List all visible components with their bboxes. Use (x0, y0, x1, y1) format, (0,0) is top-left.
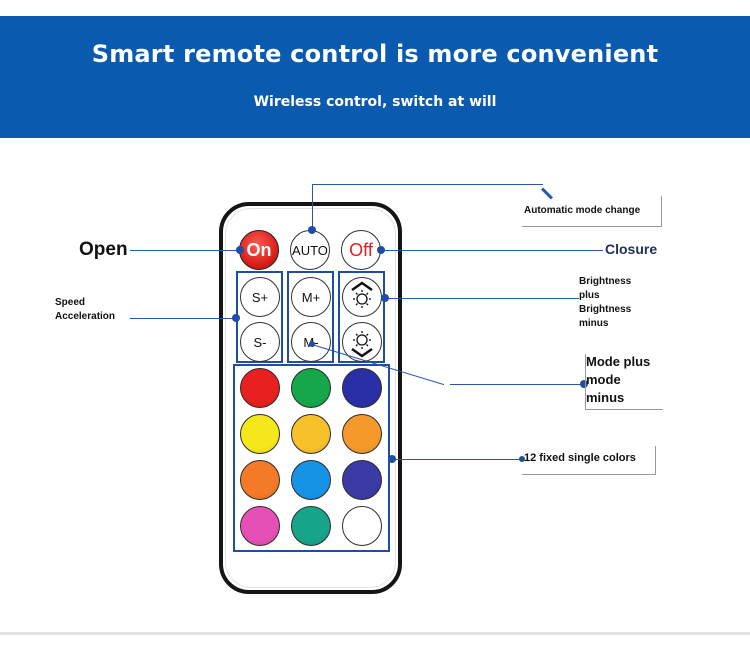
brightness-label-line2: plus (579, 290, 600, 301)
color-button-12[interactable] (342, 506, 382, 546)
brightness-dot (381, 294, 389, 302)
speed-label: Speed Acceleration (55, 296, 115, 324)
color-button-11[interactable] (291, 506, 331, 546)
brightness-group-frame (338, 271, 385, 363)
colors-label: 12 fixed single colors (524, 452, 636, 464)
mode-label-line2: mode (586, 372, 621, 387)
auto-dot (308, 226, 316, 234)
mode-connector (450, 384, 584, 385)
brightness-label-line3: Brightness (579, 304, 632, 315)
on-button[interactable]: On (239, 230, 279, 270)
page-subtitle: Wireless control, switch at will (253, 94, 497, 110)
closure-connector (381, 250, 603, 251)
speed-plus-button[interactable]: S+ (240, 277, 280, 317)
open-connector (130, 250, 240, 251)
color-button-6[interactable] (342, 414, 382, 454)
page-title: Smart remote control is more convenient (91, 40, 659, 68)
auto-connector-vertical (312, 184, 313, 230)
auto-button[interactable]: AUTO (290, 230, 330, 270)
mode-label-line1: Mode plus (586, 354, 651, 369)
off-button[interactable]: Off (341, 230, 381, 270)
color-button-5[interactable] (291, 414, 331, 454)
speed-minus-button[interactable]: S- (240, 322, 280, 362)
open-label: Open (79, 239, 128, 260)
sun-up-icon (351, 281, 373, 308)
color-button-1[interactable] (240, 368, 280, 408)
colors-dot (388, 455, 396, 463)
sun-down-icon (351, 331, 373, 358)
mode-label-box (585, 354, 663, 410)
automatic-label: Automatic mode change (524, 205, 641, 216)
auto-connector-horizontal (312, 184, 543, 185)
color-button-4[interactable] (240, 414, 280, 454)
color-button-3[interactable] (342, 368, 382, 408)
speed-label-line1: Speed (55, 297, 86, 308)
mode-plus-button[interactable]: M+ (291, 277, 331, 317)
colors-label-box (522, 446, 656, 475)
mode-label: Mode plus mode minus (586, 353, 650, 407)
brightness-label-line4: minus (579, 318, 609, 329)
open-dot (236, 246, 244, 254)
speed-dot (232, 314, 240, 322)
bottom-divider (0, 632, 750, 635)
closure-label: Closure (605, 241, 658, 257)
color-button-2[interactable] (291, 368, 331, 408)
closure-dot (377, 246, 385, 254)
colors-end-dot (519, 456, 525, 462)
color-button-8[interactable] (291, 460, 331, 500)
mode-label-line3: minus (586, 390, 625, 405)
brightness-connector (385, 298, 579, 299)
color-button-10[interactable] (240, 506, 280, 546)
mode-group-frame (287, 271, 334, 363)
speed-connector (130, 318, 236, 319)
mode-dot (580, 380, 588, 388)
speed-label-line2: Acceleration (55, 311, 116, 322)
brightness-plus-button[interactable] (342, 277, 382, 317)
mode-minus-dot (309, 341, 315, 347)
color-button-7[interactable] (240, 460, 280, 500)
brightness-label: Brightness plus Brightness minus (579, 275, 631, 331)
automatic-label-box (522, 196, 662, 227)
header-banner: Smart remote control is more convenient … (0, 16, 750, 138)
color-button-9[interactable] (342, 460, 382, 500)
colors-connector (392, 459, 522, 460)
brightness-label-line1: Brightness (579, 276, 632, 287)
